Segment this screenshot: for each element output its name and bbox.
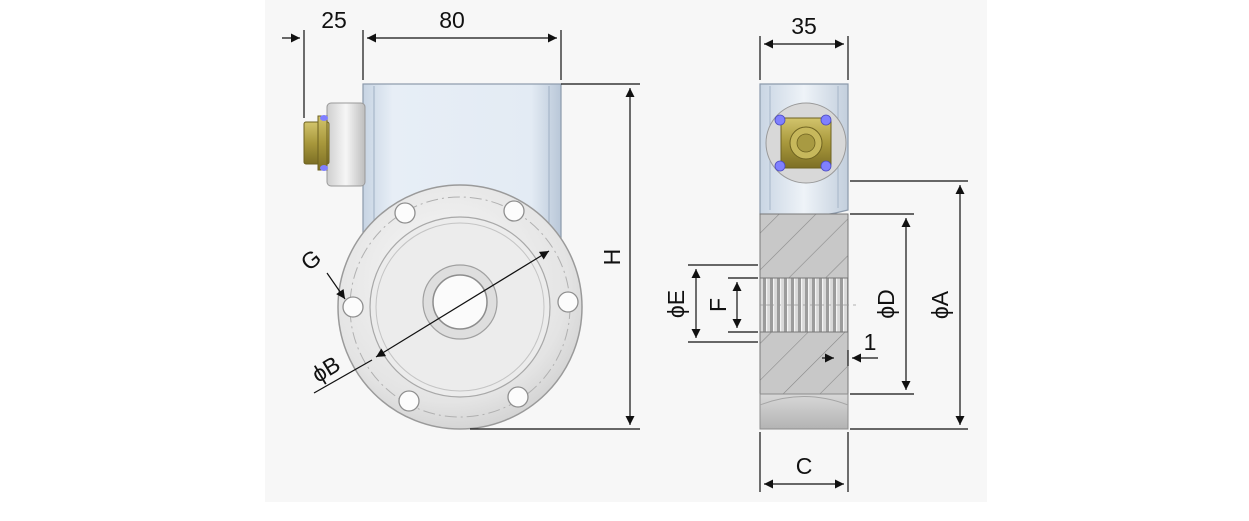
dim-label-outer-diameter: ϕA: [927, 290, 953, 319]
dim-label-body-length: 80: [439, 7, 465, 33]
bolt-hole: [557, 291, 579, 313]
side-view: [759, 83, 856, 430]
bolt-hole: [342, 296, 364, 318]
screw-icon: [820, 160, 832, 172]
side-bottom: [759, 393, 849, 430]
center-bore: [432, 274, 488, 330]
bolt-holes: [342, 200, 579, 412]
bolt-hole: [398, 390, 420, 412]
dim-label-connector-offset: 25: [321, 7, 347, 33]
dim-label-hub-diameter: ϕD: [873, 289, 899, 319]
dim-label-width: 35: [791, 13, 817, 39]
screw-icon: [774, 114, 786, 126]
connector-core: [796, 133, 816, 153]
dim-label-thickness: C: [796, 453, 813, 479]
bolt-hole: [503, 200, 525, 222]
dim-label-thread-length: F: [705, 298, 731, 312]
bolt-hole: [507, 386, 529, 408]
section-upper: [759, 213, 849, 279]
screw-icon: [320, 115, 328, 121]
screw-icon: [320, 165, 328, 171]
dimension-lines: [282, 30, 968, 492]
connector-nut: [317, 115, 328, 171]
bottom-curve: [759, 396, 849, 406]
screw-icon: [820, 114, 832, 126]
section-lower: [759, 331, 849, 395]
bolt-hole: [394, 202, 416, 224]
dim-label-chamfer: 1: [864, 329, 877, 355]
dim-label-bore-diameter: ϕE: [663, 290, 689, 318]
dim-label-height: H: [599, 249, 625, 266]
connector-collar: [326, 102, 366, 187]
screw-icon: [774, 160, 786, 172]
